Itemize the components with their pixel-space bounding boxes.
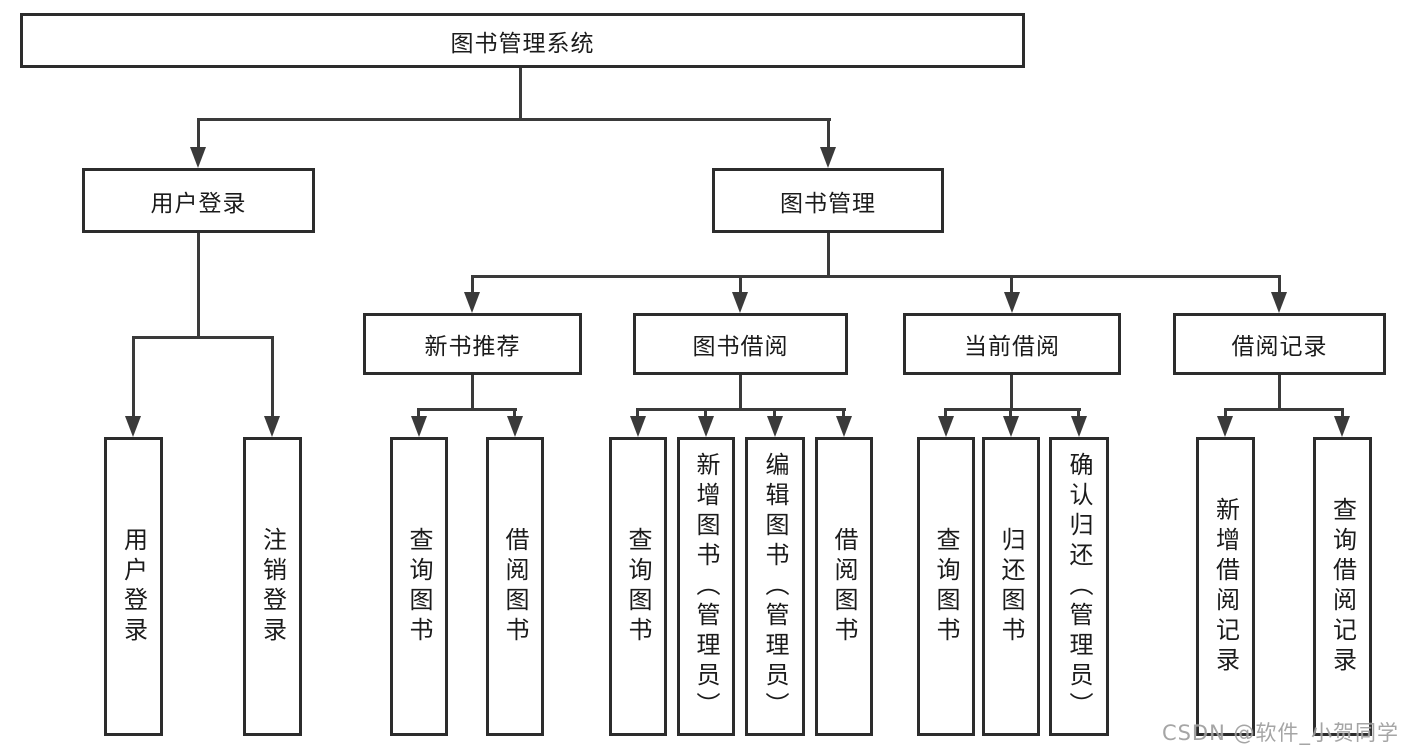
connector-line [704,408,707,421]
leaf-query-books-borrow: 查询图书 [609,437,667,736]
connector-line [471,275,1281,278]
leaf-query-books-borrow-label: 查询图书 [624,526,652,647]
connector-line [1010,375,1013,411]
node-new-book-recommend-label: 新书推荐 [424,334,521,360]
arrowhead-icon [938,416,954,437]
arrowhead-icon [767,416,783,437]
connector-line [1224,408,1344,411]
arrowhead-icon [507,416,523,437]
connector-line [636,408,846,411]
arrowhead-icon [1271,292,1287,313]
node-root: 图书管理系统 [20,13,1025,68]
leaf-borrow-books-recommend-label: 借阅图书 [501,526,529,647]
connector-line [739,275,742,297]
node-user-login: 用户登录 [82,168,315,233]
leaf-query-borrow-record: 查询借阅记录 [1313,437,1372,736]
leaf-borrow-books-label: 借阅图书 [830,526,858,647]
node-book-management-label: 图书管理 [780,190,876,217]
node-root-label: 图书管理系统 [450,30,595,57]
leaf-query-books-recommend-label: 查询图书 [405,526,433,647]
connector-line [132,336,274,339]
leaf-user-login-label: 用户登录 [119,526,148,647]
leaf-user-login: 用户登录 [104,437,163,736]
leaf-return-books-label: 归还图书 [997,526,1025,647]
csdn-watermark: CSDN @软件_小贺同学 [1161,721,1399,745]
arrowhead-icon [1334,416,1350,437]
arrowhead-icon [1071,416,1087,437]
connector-line [1341,408,1344,421]
leaf-borrow-books: 借阅图书 [815,437,873,736]
connector-line [636,408,639,421]
connector-line [1010,275,1013,297]
connector-line [827,118,830,151]
arrowhead-icon [190,147,206,168]
leaf-add-borrow-record-label: 新增借阅记录 [1211,496,1240,677]
node-new-book-recommend: 新书推荐 [363,313,582,375]
leaf-edit-books-admin-label: 编辑图书（管理员） [761,451,789,722]
arrowhead-icon [125,416,141,437]
connector-line [1278,275,1281,297]
connector-line [471,375,474,411]
connector-line [1278,375,1281,411]
leaf-return-books: 归还图书 [982,437,1040,736]
leaf-query-books-recommend: 查询图书 [390,437,448,736]
connector-line [1009,408,1012,421]
arrowhead-icon [630,416,646,437]
connector-line [944,408,1081,411]
leaf-query-books-current-label: 查询图书 [932,526,960,647]
node-book-borrow-label: 图书借阅 [692,334,789,360]
connector-line [1224,408,1227,421]
leaf-add-books-admin: 新增图书（管理员） [677,437,735,736]
node-book-management: 图书管理 [712,168,944,233]
arrowhead-icon [411,416,427,437]
connector-line [1077,408,1080,421]
leaf-query-books-current: 查询图书 [917,437,975,736]
arrowhead-icon [1003,416,1019,437]
connector-line [417,408,420,421]
leaf-logout-label: 注销登录 [258,526,287,647]
arrowhead-icon [836,416,852,437]
node-book-borrow: 图书借阅 [633,313,848,375]
leaf-confirm-return-admin-label: 确认归还（管理员） [1065,451,1093,722]
connector-line [773,408,776,421]
connector-line [197,118,831,121]
arrowhead-icon [264,416,280,437]
leaf-edit-books-admin: 编辑图书（管理员） [745,437,805,736]
arrowhead-icon [1217,416,1233,437]
node-borrow-records: 借阅记录 [1173,313,1386,375]
node-current-borrow: 当前借阅 [903,313,1121,375]
connector-line [132,336,135,421]
node-current-borrow-label: 当前借阅 [964,334,1060,360]
connector-line [271,336,274,421]
connector-line [739,375,742,411]
connector-line [197,118,200,151]
leaf-logout: 注销登录 [243,437,302,736]
leaf-borrow-books-recommend: 借阅图书 [486,437,544,736]
connector-line [827,233,830,278]
arrowhead-icon [820,147,836,168]
connector-line [197,233,200,339]
leaf-add-books-admin-label: 新增图书（管理员） [692,451,720,722]
arrowhead-icon [698,416,714,437]
connector-line [513,408,516,421]
node-user-login-label: 用户登录 [150,190,247,217]
connector-line [471,275,474,297]
connector-line [944,408,947,421]
leaf-add-borrow-record: 新增借阅记录 [1196,437,1255,736]
leaf-query-borrow-record-label: 查询借阅记录 [1328,496,1357,677]
arrowhead-icon [464,292,480,313]
connector-line [519,68,522,120]
arrowhead-icon [1004,292,1020,313]
leaf-confirm-return-admin: 确认归还（管理员） [1049,437,1109,736]
node-borrow-records-label: 借阅记录 [1231,334,1328,360]
arrowhead-icon [732,292,748,313]
connector-line [417,408,517,411]
connector-line [842,408,845,421]
